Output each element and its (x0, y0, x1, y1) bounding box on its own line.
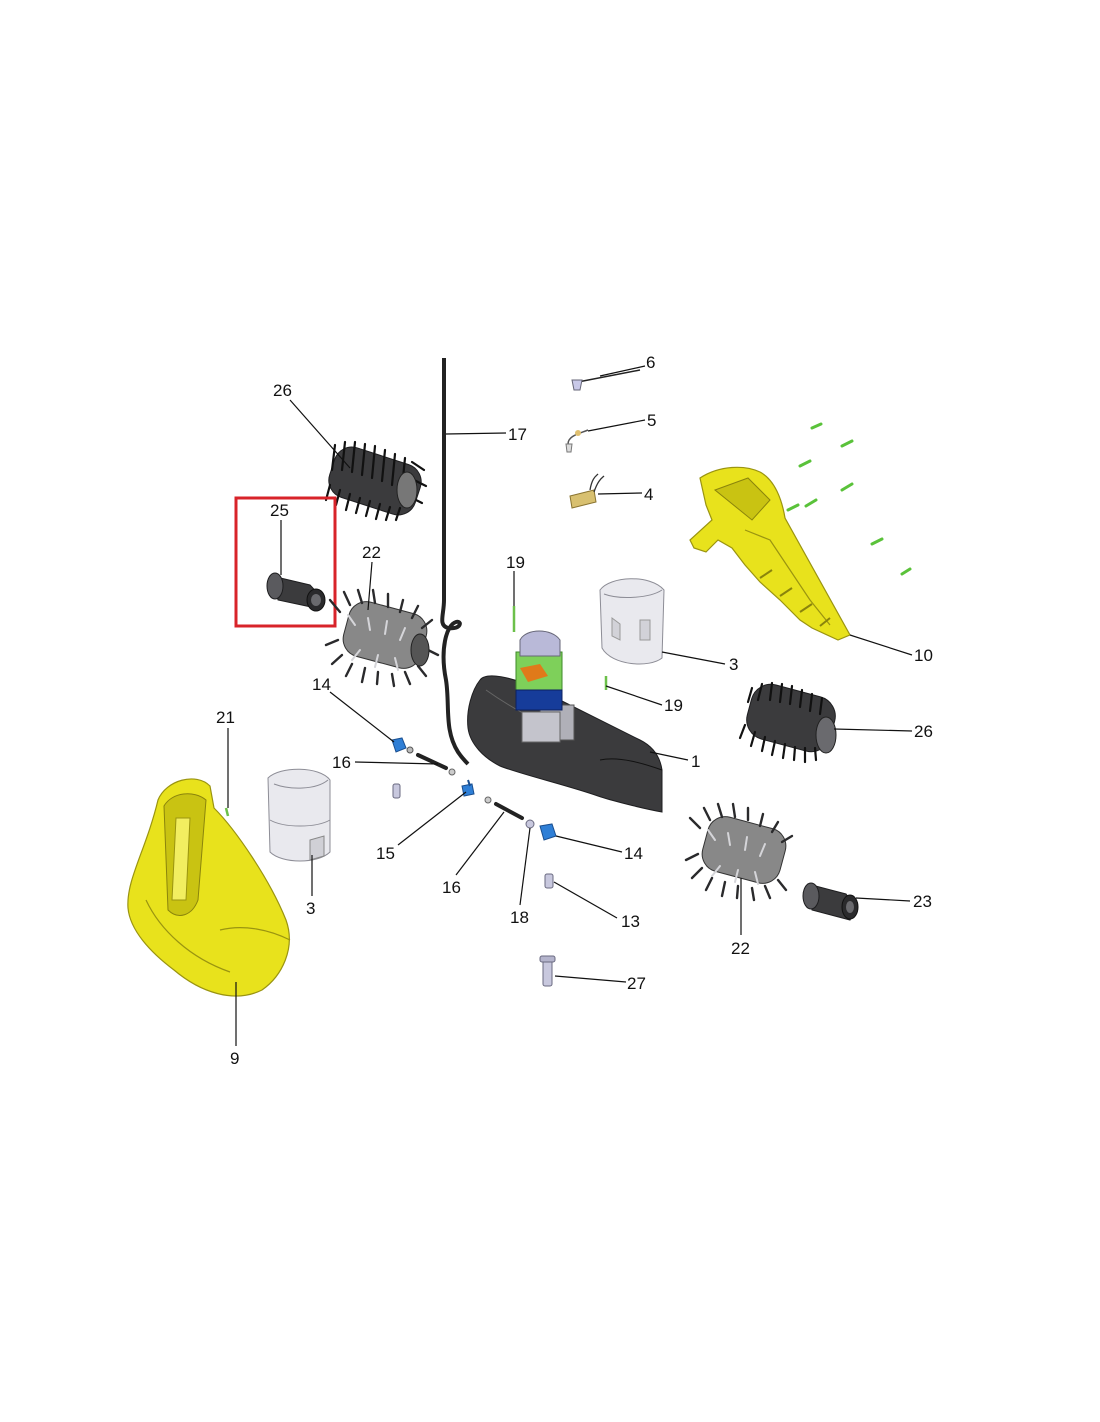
label-part-3a: 3 (729, 655, 738, 674)
part-25-end-cap (266, 572, 326, 612)
part-4-circuit-board (569, 473, 605, 509)
label-part-27: 27 (627, 974, 646, 993)
part-26-brush-roller-top (324, 440, 428, 522)
label-part-23: 23 (913, 892, 932, 911)
part-10-green-clips (786, 422, 912, 576)
part-5-cable-sensor (565, 429, 589, 453)
label-part-14a: 14 (312, 675, 331, 694)
part-26-brush-roller-right (738, 681, 837, 764)
label-part-16a: 16 (332, 753, 351, 772)
part-14-connector-left (391, 737, 414, 754)
part-27-valve (539, 955, 556, 987)
highlight-box-part-25 (234, 496, 337, 628)
label-part-26b: 26 (914, 722, 933, 741)
label-part-14b: 14 (624, 844, 643, 863)
label-part-9: 9 (230, 1049, 239, 1068)
label-part-19b: 19 (664, 696, 683, 715)
part-16-hose-right (484, 796, 524, 820)
part-13-nozzle (544, 873, 554, 889)
part-22-brush-roller-right (684, 802, 794, 902)
label-part-13: 13 (621, 912, 640, 931)
label-part-5: 5 (647, 411, 656, 430)
label-part-21: 21 (216, 708, 235, 727)
small-pin-left (392, 783, 401, 799)
part-3-filter-housing-right (599, 578, 665, 665)
label-part-25: 25 (270, 501, 289, 520)
part-21-pin (224, 807, 230, 817)
label-part-16b: 16 (442, 878, 461, 897)
label-part-26a: 26 (273, 381, 292, 400)
part-18-coupling (525, 819, 535, 829)
label-part-3b: 3 (306, 899, 315, 918)
part-6-sensor (571, 369, 641, 391)
part-14-connector-right (539, 823, 557, 841)
part-16-hose-left (416, 753, 456, 776)
part-labels: 26 25 22 17 6 5 4 19 3 19 10 26 1 14 16 … (216, 353, 933, 1068)
label-part-18: 18 (510, 908, 529, 927)
part-23-end-cap (802, 882, 859, 921)
label-part-10: 10 (914, 646, 933, 665)
label-part-1: 1 (691, 752, 700, 771)
label-part-4: 4 (644, 485, 653, 504)
label-part-19a: 19 (506, 553, 525, 572)
leader-lines (227, 365, 913, 1046)
label-part-6: 6 (646, 353, 655, 372)
label-part-15: 15 (376, 844, 395, 863)
part-22-brush-roller-left (324, 588, 440, 688)
part-9-front-housing (127, 778, 291, 997)
part-1-base-motor-unit (467, 630, 663, 813)
part-3-filter-housing-left (267, 768, 331, 862)
label-part-22a: 22 (362, 543, 381, 562)
part-10-upper-housing (689, 466, 851, 641)
label-part-17: 17 (508, 425, 527, 444)
part-17-cable (440, 358, 470, 766)
label-part-22b: 22 (731, 939, 750, 958)
